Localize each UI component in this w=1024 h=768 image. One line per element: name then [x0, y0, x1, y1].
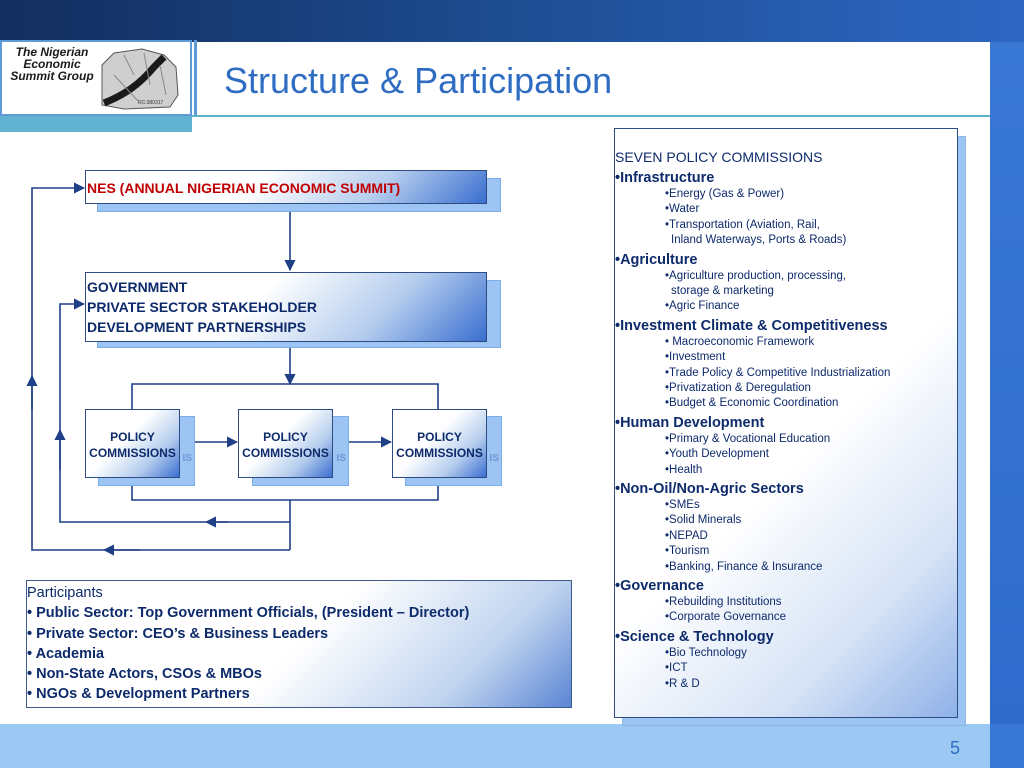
- commission-subitem: •R & D: [665, 677, 700, 690]
- commissions-panel: SEVEN POLICY COMMISSIONS •Infrastructure •…: [614, 128, 958, 718]
- title-rule: [192, 115, 990, 117]
- commission-subitem: •Water: [665, 203, 700, 216]
- commission-2-label-1: POLICY: [263, 430, 308, 444]
- commission-subitem: •Corporate Governance: [665, 611, 787, 624]
- commission-category: •Non-Oil/Non-Agric Sectors: [615, 481, 804, 497]
- participants-item: • Academia: [27, 646, 105, 662]
- logo-reg-number: RC:380317: [138, 100, 164, 106]
- commission-3-shadow-text: IS: [489, 453, 499, 464]
- participants-item: • Public Sector: Top Government Official…: [27, 605, 470, 621]
- commission-box-3: POLICY COMMISSIONS: [392, 409, 487, 478]
- commission-category: •Science & Technology: [615, 628, 774, 645]
- commission-subitem: •Rebuilding Institutions: [665, 596, 782, 608]
- nes-label: NES (ANNUAL NIGERIAN ECONOMIC SUMMIT): [87, 180, 401, 196]
- commission-subitem: •Health: [665, 463, 703, 476]
- commissions-heading: SEVEN POLICY COMMISSIONS: [615, 149, 823, 165]
- commission-subitem: • Macroeconomic Framework: [665, 335, 815, 348]
- slide-title: Structure & Participation: [224, 60, 613, 101]
- commission-subitem: •Trade Policy & Competitive Industrializ…: [665, 366, 891, 379]
- gov-line-1: GOVERNMENT: [87, 279, 188, 295]
- commission-subitem: •ICT: [665, 662, 688, 675]
- commission-subitem: •Investment: [665, 351, 726, 364]
- commission-subitem: •Tourism: [665, 545, 710, 558]
- commission-1-shadow-text: IS: [182, 453, 192, 464]
- commission-category: •Investment Climate & Competitiveness: [615, 317, 888, 334]
- commission-3-label-1: POLICY: [417, 430, 462, 444]
- bottom-corner-band: [990, 724, 1024, 768]
- commission-2-shadow-text: IS: [336, 453, 346, 464]
- commission-subitem: •Primary & Vocational Education: [665, 432, 831, 445]
- right-band: [990, 42, 1024, 742]
- feedback-inner: [59, 298, 290, 523]
- commissions-frame: [131, 383, 439, 409]
- participants-item: • Private Sector: CEO’s & Business Leade…: [27, 626, 329, 642]
- logo-text: The Nigerian Economic Summit Group: [10, 45, 94, 83]
- commission-1-label-2: COMMISSIONS: [89, 446, 176, 460]
- feedback-outer: [31, 182, 290, 551]
- commission-subitem: •Bio Technology: [665, 646, 747, 659]
- commission-subitem: Inland Waterways, Ports & Roads): [671, 234, 847, 247]
- commission-1-label-1: POLICY: [110, 430, 155, 444]
- gov-line-2: PRIVATE SECTOR STAKEHOLDER: [87, 299, 317, 315]
- commission-subitem: •Agriculture production, processing,: [665, 269, 847, 282]
- commissions-bottom-frame: [131, 478, 439, 501]
- commission-subitem: •Energy (Gas & Power): [665, 188, 785, 200]
- logo: The Nigerian Economic Summit Group RC:38…: [0, 40, 192, 116]
- commission-3-label-2: COMMISSIONS: [396, 446, 483, 460]
- commission-category: •Infrastructure: [615, 170, 715, 186]
- participants-item: • Non-State Actors, CSOs & MBOs: [27, 666, 262, 682]
- logo-map-graphic: [101, 48, 179, 110]
- top-band: [0, 0, 1024, 42]
- commission-subitem: •Youth Development: [665, 448, 769, 461]
- gov-line-3: DEVELOPMENT PARTNERSHIPS: [87, 319, 307, 335]
- commission-box-1: POLICY COMMISSIONS: [85, 409, 180, 478]
- commission-2-label-2: COMMISSIONS: [242, 446, 329, 460]
- logo-divider: [194, 40, 197, 116]
- commission-category: •Governance: [615, 578, 704, 594]
- commission-subitem: •Agric Finance: [665, 300, 740, 313]
- commission-subitem: •Budget & Economic Coordination: [665, 397, 839, 410]
- commission-category: •Human Development: [615, 414, 765, 431]
- commission-subitem: •SMEs: [665, 499, 700, 511]
- commission-subitem: •Banking, Finance & Insurance: [665, 560, 823, 573]
- commission-subitem: •NEPAD: [665, 529, 708, 542]
- commission-category: •Agriculture: [615, 251, 698, 268]
- gov-box: GOVERNMENT PRIVATE SECTOR STAKEHOLDER DE…: [85, 272, 487, 342]
- commission-subitem: •Privatization & Deregulation: [665, 382, 811, 394]
- commission-subitem: •Transportation (Aviation, Rail,: [665, 218, 820, 231]
- page-number: 5: [950, 738, 961, 758]
- commission-subitem: •Solid Minerals: [665, 514, 742, 527]
- participants-box: Participants • Public Sector: Top Govern…: [26, 580, 572, 708]
- logo-teal-bar: [0, 116, 192, 132]
- participants-item: • NGOs & Development Partners: [27, 686, 250, 702]
- commission-subitem: storage & marketing: [671, 285, 774, 297]
- commission-box-2: POLICY COMMISSIONS: [238, 409, 333, 478]
- participants-heading: Participants: [27, 585, 103, 601]
- bottom-band: [0, 724, 1024, 768]
- nes-box: NES (ANNUAL NIGERIAN ECONOMIC SUMMIT): [85, 170, 487, 204]
